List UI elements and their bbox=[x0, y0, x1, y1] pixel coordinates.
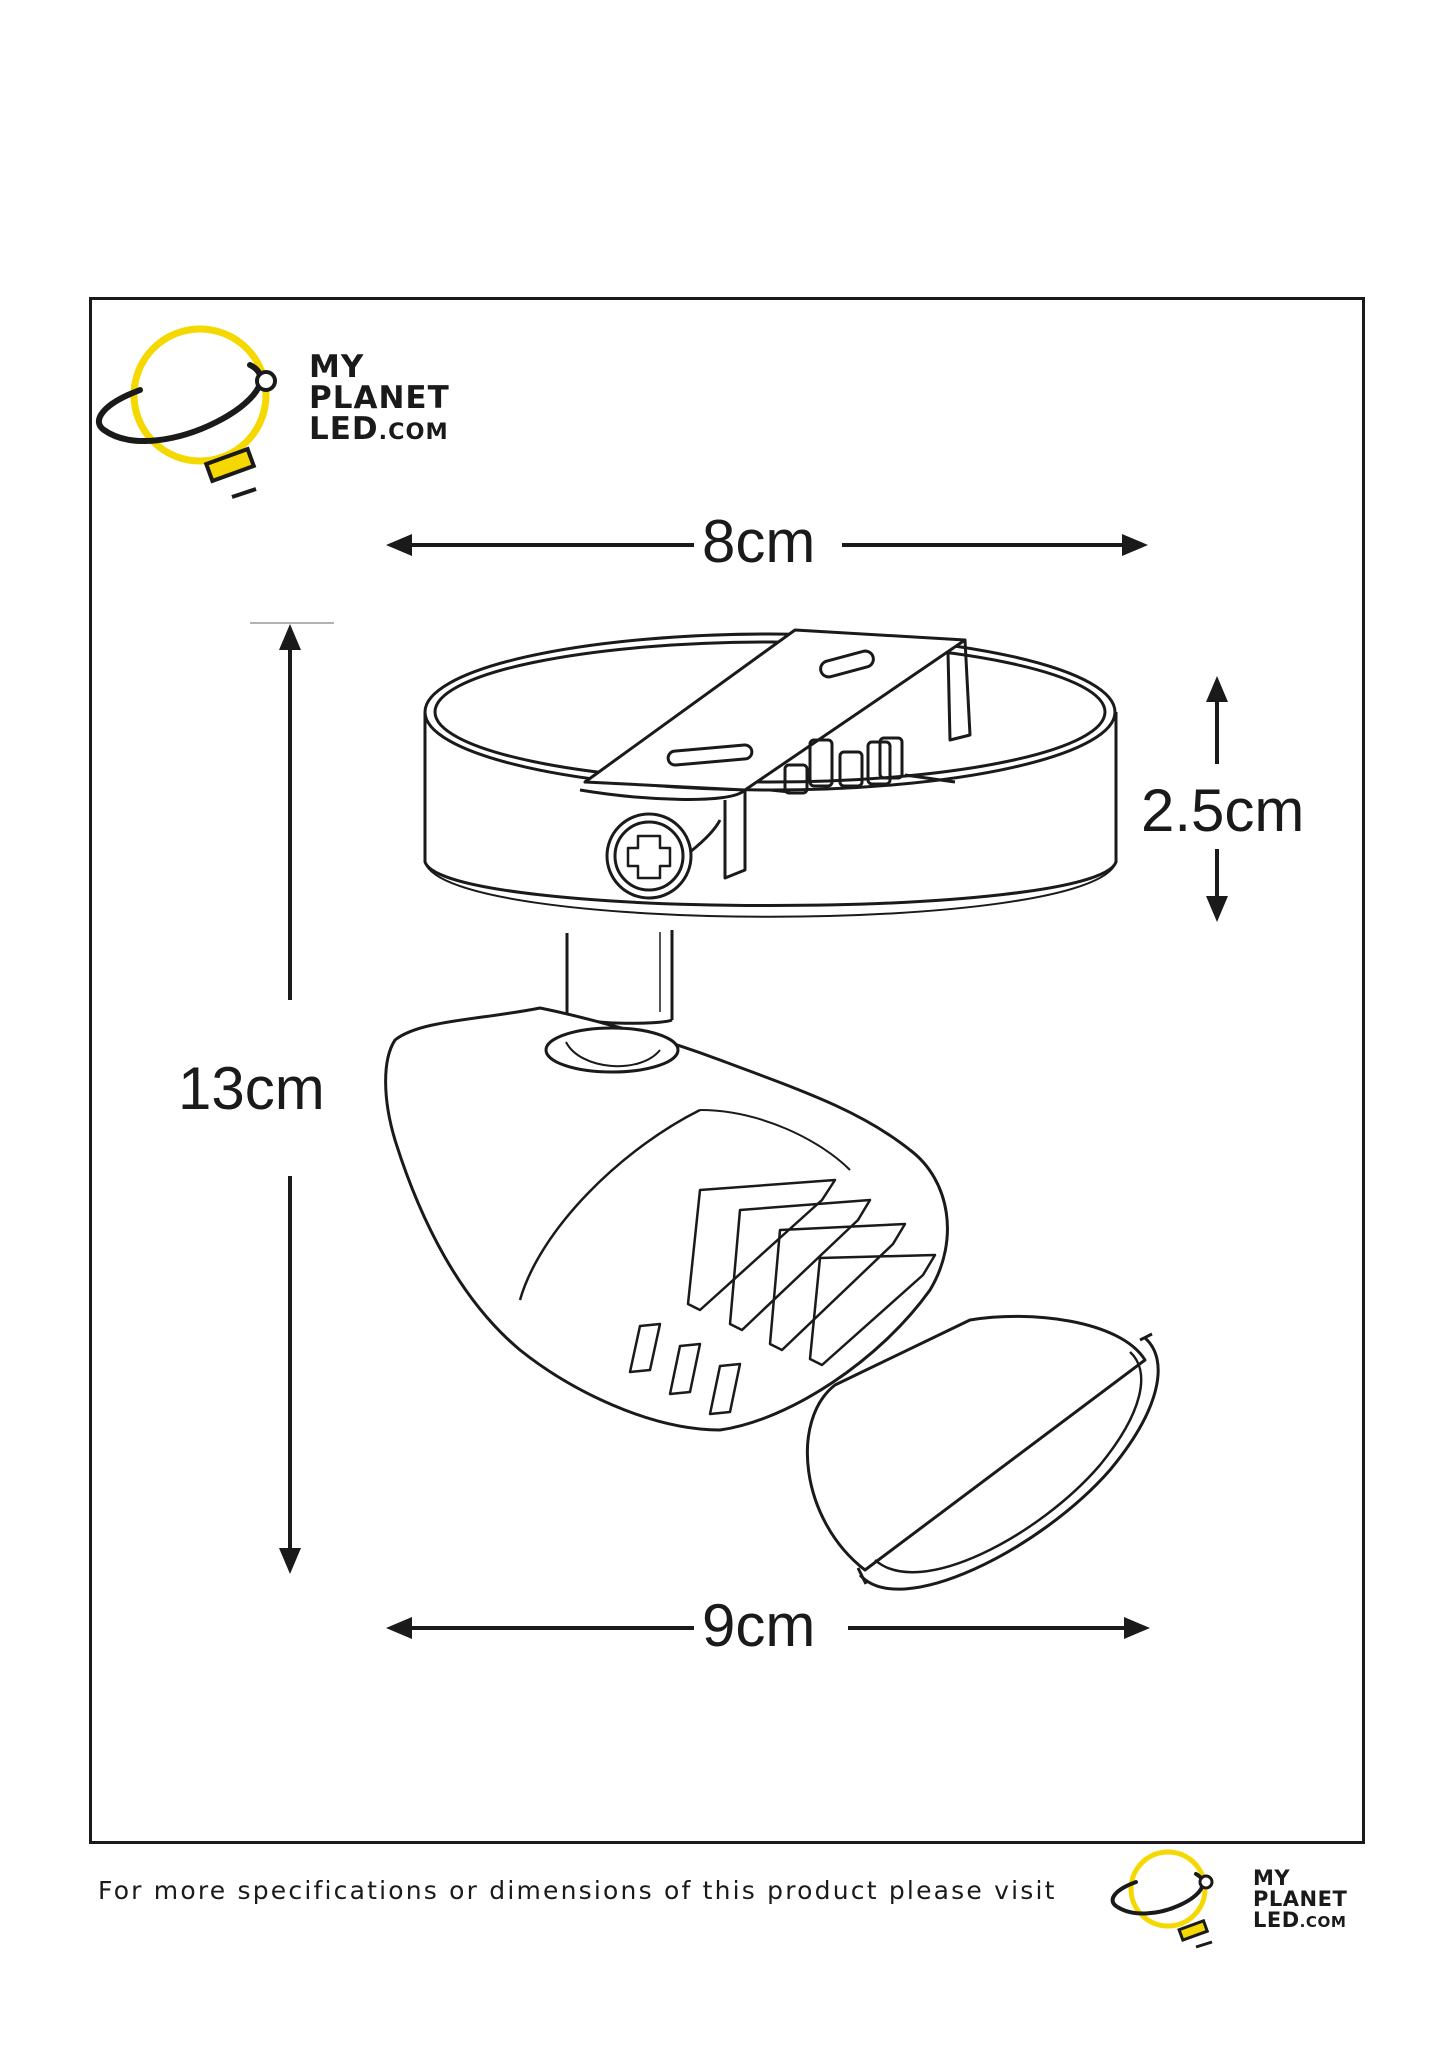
terminal-block bbox=[769, 736, 956, 795]
height-base-label: 2.5cm bbox=[1141, 772, 1305, 849]
footer-brand-line-1: MY bbox=[1253, 1866, 1291, 1890]
brand-line-1: MY bbox=[309, 349, 365, 385]
footer-brand-line-3: LED.COM bbox=[1253, 1908, 1347, 1932]
width-top-arrow bbox=[386, 534, 1148, 556]
brand-line-2: PLANET bbox=[309, 380, 450, 416]
footer-logo-icon bbox=[1110, 1849, 1214, 1949]
brand-wordmark: MY PLANET LED.COM bbox=[309, 352, 450, 445]
width-top-label: 8cm bbox=[696, 507, 822, 576]
ceiling-base bbox=[423, 632, 1118, 918]
screw-icon bbox=[605, 812, 722, 900]
height-total-arrow bbox=[250, 622, 334, 1574]
vent-slots bbox=[628, 1178, 937, 1416]
lamp-reflector bbox=[806, 1314, 1160, 1591]
footer-text: For more specifications or dimensions of… bbox=[98, 1876, 1057, 1905]
stem bbox=[565, 930, 674, 1025]
mounting-bracket bbox=[579, 628, 972, 880]
height-base-arrow bbox=[1206, 676, 1228, 922]
footer-brand-wordmark[interactable]: MY PLANET LED.COM bbox=[1253, 1868, 1347, 1931]
brand-logo-icon bbox=[96, 325, 277, 499]
diagram-frame bbox=[89, 297, 1365, 1844]
width-bottom-arrow bbox=[386, 1617, 1150, 1639]
spotlight-drawing bbox=[384, 628, 1160, 1591]
lamp-head bbox=[384, 1006, 949, 1432]
footer-brand-line-2: PLANET bbox=[1253, 1887, 1348, 1911]
height-total-label: 13cm bbox=[178, 1048, 325, 1129]
width-bottom-label: 9cm bbox=[696, 1591, 822, 1660]
brand-line-3: LED.COM bbox=[309, 411, 449, 447]
